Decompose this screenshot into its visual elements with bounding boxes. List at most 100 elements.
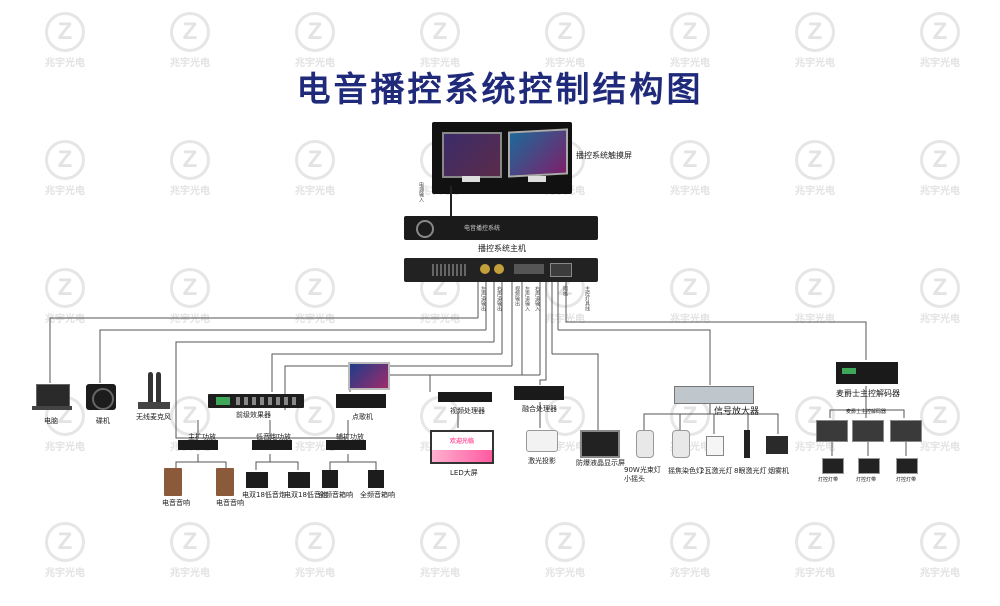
lcd-label: 防爆液晶显示屏: [576, 459, 625, 467]
page-title: 电音播控系统控制结构图: [296, 70, 704, 110]
light-strip-icon: [858, 458, 880, 474]
laptop-icon: [36, 384, 70, 408]
light-line-1: [643, 402, 711, 430]
watermark-text: 兆宇光电: [920, 568, 960, 579]
power-knob-icon: [416, 220, 434, 238]
watermark-text: 兆宇光电: [45, 568, 85, 579]
mic-receiver: [138, 402, 170, 409]
watermark-text: 兆宇光电: [170, 58, 210, 69]
speaker-label: 电双18低音炮: [284, 491, 328, 499]
video-proc-label: 视频处理器: [450, 407, 485, 415]
lcd-line: [552, 353, 599, 430]
watermark-text: 兆宇光电: [670, 186, 710, 197]
amp-main-label: 主扩功放: [188, 433, 216, 441]
speaker-label: 全频音箱响: [360, 491, 395, 499]
subwoofer-icon: [246, 472, 268, 488]
watermark-logo-icon: Z: [545, 396, 585, 436]
watermark-text: 兆宇光电: [670, 314, 710, 325]
watermark-logo-icon: Z: [170, 522, 210, 562]
video-line: [429, 374, 540, 392]
antenna-icon: [450, 186, 452, 216]
watermark-text: 兆宇光电: [795, 568, 835, 579]
watermark-logo-icon: Z: [920, 522, 960, 562]
decoder-unit: [852, 420, 884, 442]
amp-sub-label: 低音炮功放: [256, 433, 291, 441]
port-label: 右声道输入: [534, 286, 540, 311]
host-front: 电音播控系统: [404, 186, 598, 240]
laptop-base: [32, 406, 72, 410]
stand-right: [528, 176, 546, 182]
moving-head-icon: [636, 430, 654, 458]
led-screen-label: LED大屏: [450, 469, 478, 477]
fusion-line: [539, 366, 547, 385]
port-icon: [480, 264, 490, 274]
watermark-logo-icon: Z: [170, 12, 210, 52]
watermark-text: 兆宇光电: [795, 186, 835, 197]
watermark-logo-icon: Z: [170, 268, 210, 308]
light-label: 2瓦激光灯: [700, 467, 733, 475]
fog-machine-icon: [766, 436, 788, 454]
spk-line-1: [175, 454, 199, 468]
watermark-logo-icon: Z: [295, 396, 335, 436]
watermark-text: 兆宇光电: [545, 58, 585, 69]
watermark-text: 兆宇光电: [795, 314, 835, 325]
decoder-sub-label: 麦爵士主控解码器: [846, 409, 887, 415]
speaker-icon: [216, 468, 234, 496]
watermark-text: 兆宇光电: [170, 568, 210, 579]
watermark-text: 兆宇光电: [170, 314, 210, 325]
spk-line-5: [329, 454, 349, 470]
signal-line: [558, 329, 711, 385]
watermark: Z 兆宇光电: [530, 12, 600, 70]
light-strip-icon: [822, 458, 844, 474]
watermark-logo-icon: Z: [420, 12, 460, 52]
wash-light-icon: [672, 430, 690, 458]
main-amp: [178, 440, 218, 450]
video-processor: [438, 392, 492, 402]
light-label: 烟雾机: [768, 467, 789, 475]
light-strip-icon: [896, 458, 918, 474]
mic-icon: [156, 372, 161, 408]
strip-label: 灯控灯带: [818, 477, 839, 483]
laser-light-icon: [706, 436, 724, 456]
watermark-logo-icon: Z: [545, 12, 585, 52]
light-label: 8眼激光灯: [734, 467, 767, 475]
watermark-logo-icon: Z: [420, 522, 460, 562]
speaker-icon: [164, 468, 182, 496]
watermark-text: 兆宇光电: [795, 58, 835, 69]
dec-line-3: [866, 409, 905, 418]
host-brand: 电音播控系统: [464, 225, 501, 232]
led-screen: 欢迎光临: [430, 430, 494, 464]
watermark-text: 兆宇光电: [670, 442, 710, 453]
speaker-label: 全频音箱响: [318, 491, 353, 499]
port-label: 右声道输出: [496, 286, 502, 311]
speaker-label: 电音音响: [162, 499, 190, 507]
decoder-unit: [816, 420, 848, 442]
port-icon: [494, 264, 504, 274]
watermark-logo-icon: Z: [920, 12, 960, 52]
watermark-text: 兆宇光电: [920, 58, 960, 69]
watermark-logo-icon: Z: [545, 522, 585, 562]
led-screen-text: 欢迎光临: [449, 438, 474, 445]
spk-line-6: [347, 454, 377, 470]
watermark: Z 兆宇光电: [905, 522, 975, 580]
watermark-text: 兆宇光电: [295, 186, 335, 197]
projector-icon: [526, 430, 558, 452]
vent-grille: [432, 264, 468, 276]
